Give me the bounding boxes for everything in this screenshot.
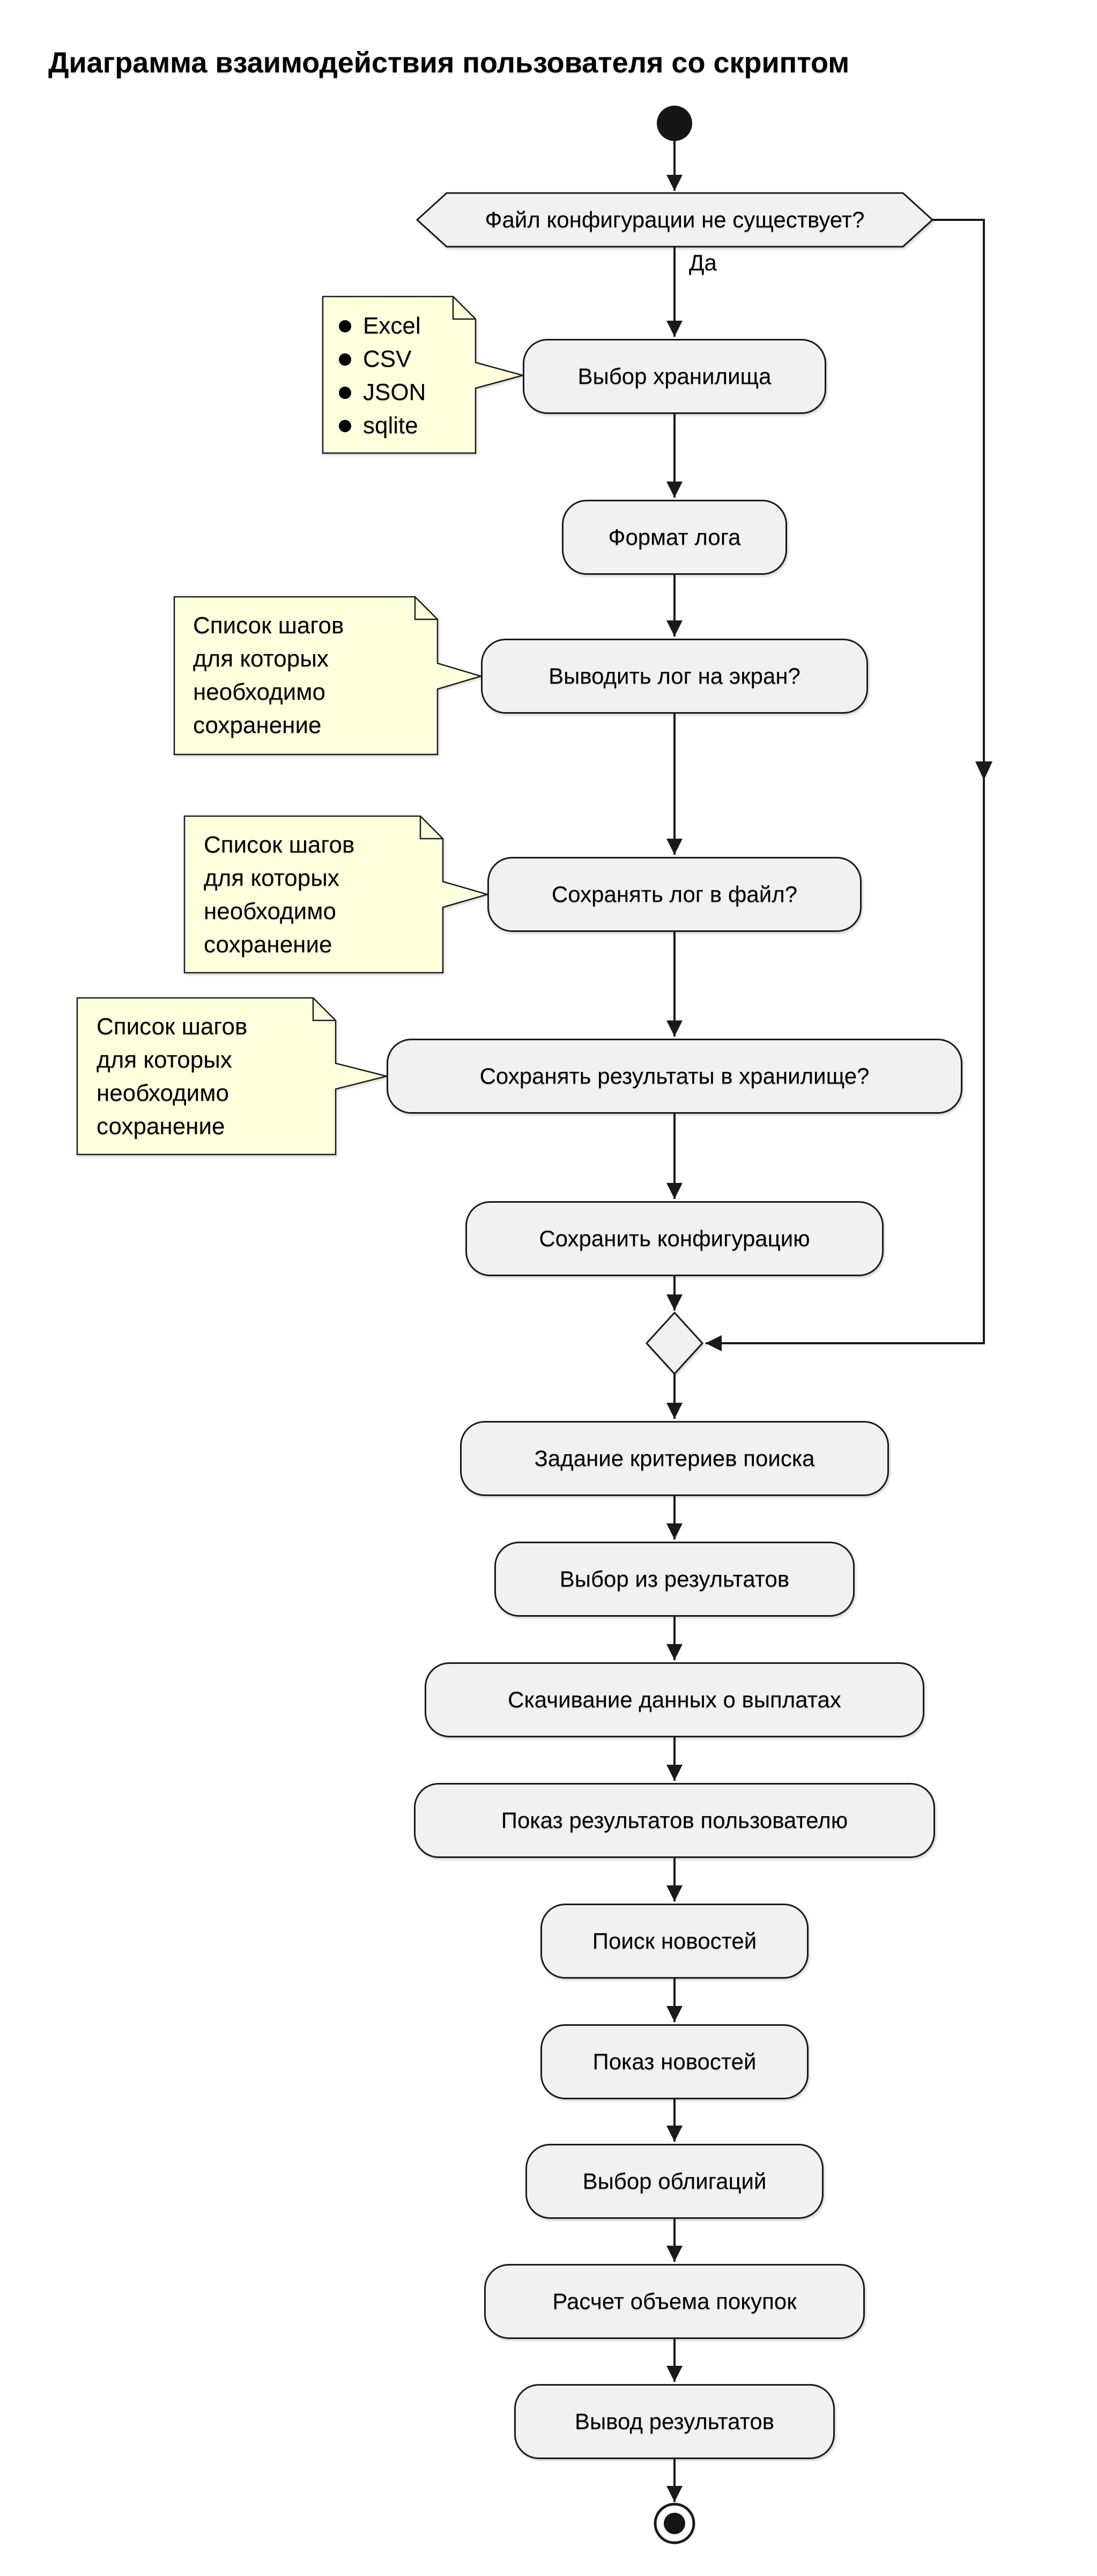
activity-log-to-screen-question: Выводить лог на экран? xyxy=(481,639,868,714)
activity-select-from-results: Выбор из результатов xyxy=(494,1542,855,1617)
note-fold-icon xyxy=(414,597,438,620)
yes-branch-label: Да xyxy=(689,250,717,275)
else-branch-mid-arrowhead xyxy=(975,761,992,780)
activity-save-configuration: Сохранить конфигурацию xyxy=(465,1201,884,1276)
activity-calc-purchase-volume: Расчет объема покупок xyxy=(484,2264,865,2339)
activity-save-results-question: Сохранять результаты в хранилище? xyxy=(387,1039,962,1114)
activity-news-search: Поиск новостей xyxy=(540,1904,809,1979)
note-fold-icon xyxy=(312,998,336,1021)
note-storage-item: CSV xyxy=(339,343,426,376)
end-node xyxy=(654,2503,695,2544)
diagram-title: Диаграмма взаимодействия пользователя со… xyxy=(48,47,850,79)
note-storage-item: JSON xyxy=(339,376,426,409)
note-save-steps-2-text: Список шагов для которых необходимо сохр… xyxy=(204,832,355,958)
merge-diamond xyxy=(645,1311,704,1375)
activity-log-format: Формат лога xyxy=(562,500,787,575)
note-storage-item: Excel xyxy=(339,309,426,343)
note-save-steps-1-text: Список шагов для которых необходимо сохр… xyxy=(193,612,344,738)
note-storage-options-list: Excel CSV JSON sqlite xyxy=(339,309,426,442)
decision-question-label: Файл конфигурации не существует? xyxy=(485,207,865,232)
note-storage-item: sqlite xyxy=(339,409,426,442)
activity-output-results: Вывод результатов xyxy=(514,2384,835,2459)
note-fold-icon xyxy=(452,297,476,320)
activity-choose-bonds: Выбор облигаций xyxy=(525,2144,824,2219)
activity-show-results-to-user: Показ результатов пользователю xyxy=(414,1783,935,1858)
activity-news-show: Показ новостей xyxy=(540,2024,809,2099)
note-fold-icon xyxy=(419,816,443,840)
activity-set-search-criteria: Задание критериев поиска xyxy=(460,1421,889,1496)
decision-hexagon xyxy=(416,192,934,248)
start-node xyxy=(657,106,692,141)
flow-edges xyxy=(666,141,992,2502)
activity-log-to-file-question: Сохранять лог в файл? xyxy=(487,857,862,932)
activity-download-payment-data: Скачивание данных о выплатах xyxy=(425,1662,924,1737)
activity-choose-storage: Выбор хранилища xyxy=(523,339,826,414)
else-branch-line xyxy=(706,219,985,1351)
note-save-steps-3-text: Список шагов для которых необходимо сохр… xyxy=(97,1013,248,1139)
